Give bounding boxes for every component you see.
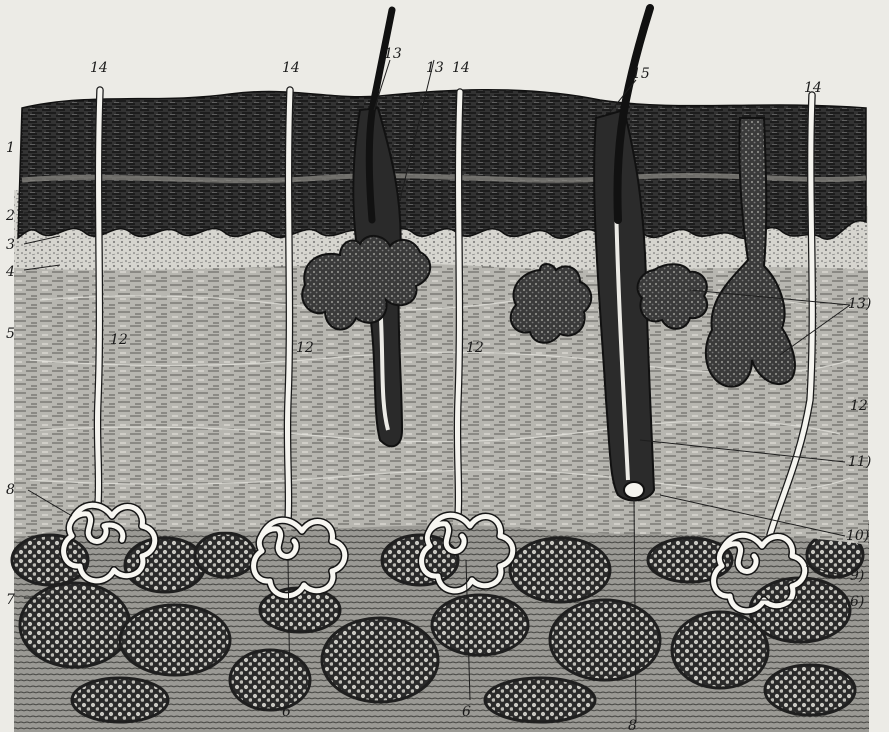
sebaceous-gland-middle bbox=[511, 264, 592, 343]
callout-14-b: 14 bbox=[282, 60, 300, 76]
callout-6-a: 6 bbox=[282, 704, 291, 720]
callout-14-a: 14 bbox=[90, 60, 108, 76]
callout-13-b: 13 bbox=[426, 60, 444, 76]
callout-12-a: 12 bbox=[110, 332, 128, 348]
callout-12-right: 12 bbox=[850, 398, 868, 414]
callout-2: 2 bbox=[5, 208, 15, 224]
callout-6-right: 6) bbox=[850, 594, 864, 610]
callout-14-d: 14 bbox=[804, 80, 822, 96]
callout-5: 5 bbox=[6, 326, 15, 342]
callout-12-b: 12 bbox=[296, 340, 314, 356]
callout-8-left: 8 bbox=[6, 482, 15, 498]
callout-10: 10) bbox=[846, 528, 869, 544]
callout-13-a: 13 bbox=[384, 46, 402, 62]
callout-1: 1 bbox=[6, 140, 15, 156]
callout-3: 3 bbox=[6, 237, 15, 253]
callout-13-right: 13) bbox=[848, 296, 871, 312]
callout-6-b: 6 bbox=[462, 704, 471, 720]
callout-11: 11) bbox=[848, 454, 871, 470]
callout-4: 4 bbox=[5, 264, 15, 280]
callout-15: 15 bbox=[632, 66, 650, 82]
callout-8-bottom: 8 bbox=[628, 718, 637, 732]
callout-12-c: 12 bbox=[466, 340, 484, 356]
callout-7: 7 bbox=[6, 592, 15, 608]
callout-14-c: 14 bbox=[452, 60, 470, 76]
callout-9: 9) bbox=[850, 568, 864, 584]
